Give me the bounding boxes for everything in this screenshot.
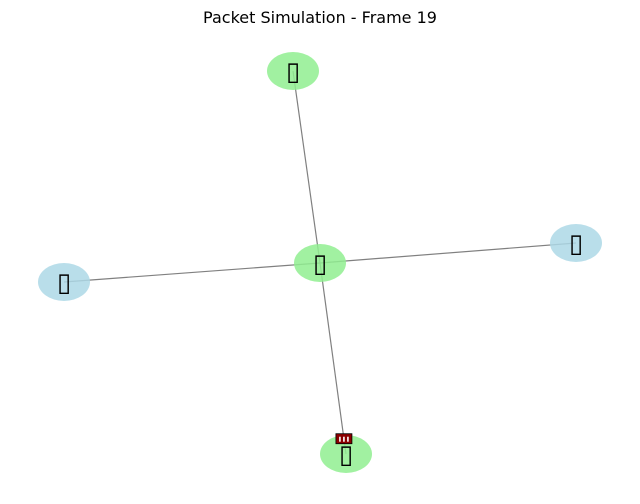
packet-stripe (339, 436, 341, 442)
packet-stripe (347, 436, 349, 442)
node-right-circle (550, 224, 602, 262)
node-bottom-circle (320, 435, 372, 473)
packet-marker (335, 433, 353, 445)
edges-layer (63, 70, 577, 455)
diagram-title: Packet Simulation - Frame 19 (203, 8, 437, 27)
node-center[interactable]: ▯ (294, 244, 346, 282)
node-top[interactable]: ▯ (267, 52, 319, 90)
node-left[interactable]: ▯ (38, 263, 90, 301)
node-left-glyph: ▯ (57, 268, 71, 298)
node-right-glyph: ▯ (569, 229, 583, 259)
packet-layer (335, 433, 353, 445)
edge-center-left (63, 262, 321, 283)
node-left-circle (38, 263, 90, 301)
edge-center-right (319, 242, 577, 264)
node-center-circle (294, 244, 346, 282)
node-bottom-glyph: ▯ (339, 440, 353, 470)
edge-center-top (292, 70, 321, 264)
nodes-layer: ▯ ▯ ▯ ▯ ▯ (38, 52, 602, 473)
node-center-glyph: ▯ (313, 249, 327, 279)
packet-stripe (343, 436, 345, 442)
node-bottom[interactable]: ▯ (320, 435, 372, 473)
node-right[interactable]: ▯ (550, 224, 602, 262)
edge-center-bottom (319, 262, 347, 455)
node-top-circle (267, 52, 319, 90)
node-top-glyph: ▯ (286, 57, 300, 87)
